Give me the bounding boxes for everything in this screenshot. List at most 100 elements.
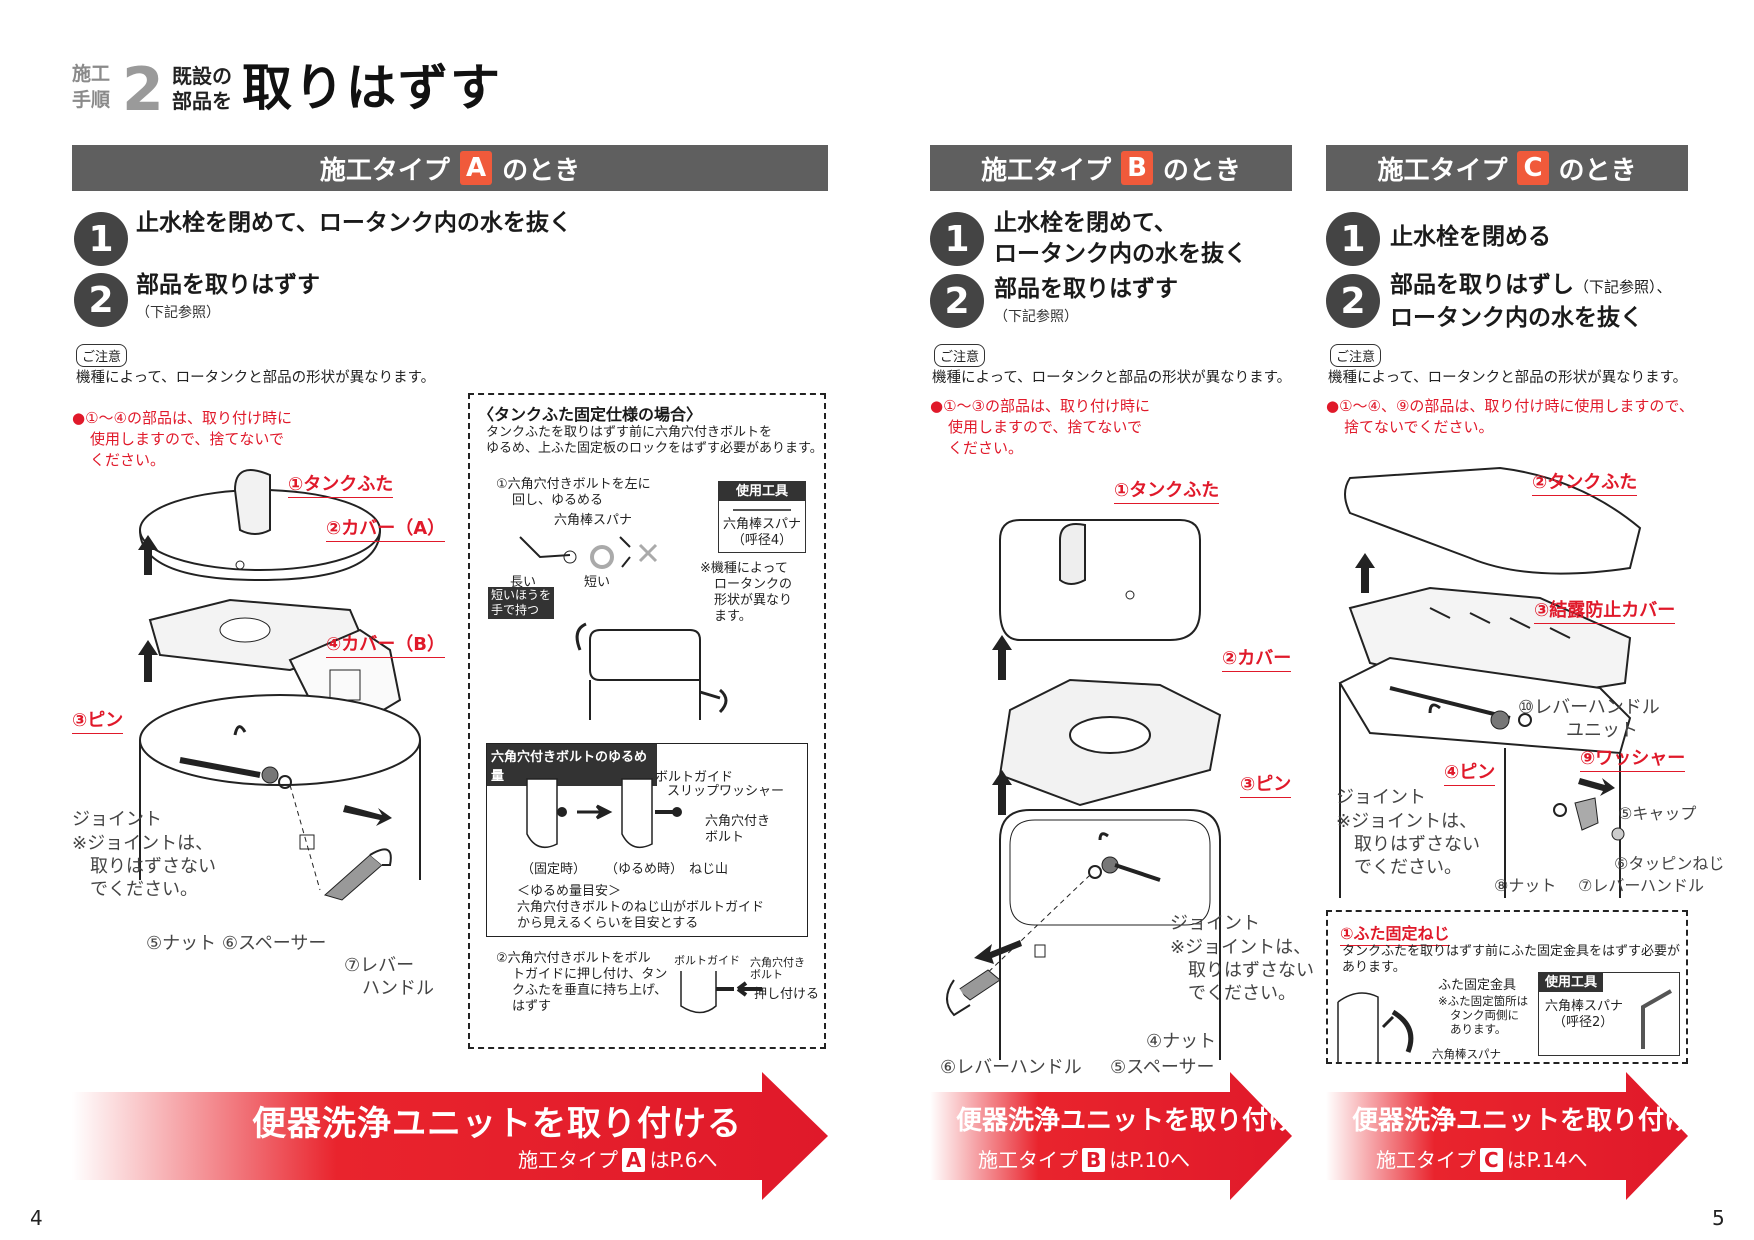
type-b-badge: B [1121,151,1153,185]
type-b-arrow-page: はP.10へ [1109,1148,1191,1172]
type-a-note-line: ください。 [90,451,166,469]
header-label-top: 施工 [72,63,111,85]
type-b-note-line: ください。 [948,439,1024,457]
type-a-badge: A [459,151,493,185]
box-fixed-label: （固定時） [521,862,587,877]
type-a-step1-text: 止水栓を閉めて、ロータンク内の水を抜く [136,210,572,236]
type-a-joint-note-line: ※ジョイントは、 [72,833,214,854]
type-b-arrow-sub-prefix: 施工タイプ [978,1148,1078,1172]
box-loosen-diagram [526,778,682,849]
type-c-cap: ⑤キャップ [1618,804,1697,823]
type-b-note: ●①〜③の部品は、取り付け時に 使用しますので、捨てないで ください。 [930,396,1150,459]
box-step1-line: 回し、ゆるめる [512,493,604,508]
type-b-step2-sub: （下記参照） [994,309,1078,325]
box-step2-line: トガイドに押し付け、タン [512,967,668,982]
box-hex-bolt2-line: ボルト [750,968,783,981]
type-a-part-tank-lid: ①タンクふた [288,470,394,498]
box-tool-head: 使用工具 [719,482,805,501]
type-a-step2-text: 部品を取りはずす [136,272,320,298]
box-hex-bolt-line: ボルト [705,830,745,845]
type-c-band-suffix: のとき [1558,155,1637,186]
header-mid-top: 既設の [172,64,232,88]
box-hold-line: 手で持つ [491,603,540,617]
type-c-step2-sub: （下記参照）、 [1574,278,1672,296]
box-short-label: 短い [584,575,611,590]
type-b-joint-note-line: ※ジョイントは、 [1170,937,1312,958]
box-hex-bolt: 六角穴付き ボルト [705,814,770,846]
type-b-nut: ④ナット [1146,1031,1217,1052]
type-b-exploded-diagram [946,519,1222,1060]
type-a-joint: ジョイント [72,809,162,830]
type-a-part-cover-a: ②カバー（A） [326,514,446,542]
box-tank-diagram [575,622,728,720]
page-title: 取りはずす [242,59,502,117]
type-c-bracket-label: ふた固定金具 [1438,978,1517,993]
type-a-band: 施工タイプ A のとき [72,145,828,191]
type-b-band: 施工タイプ B のとき [930,145,1292,191]
box-guide-line: から見えるくらいを目安とする [517,916,699,931]
type-c-arrow-badge: C [1480,1148,1503,1172]
box-step2-line: クふたを垂直に持ち上げ、 [512,983,668,998]
type-c-tool-head: 使用工具 [1539,973,1603,992]
box-long-label: 長い [510,575,537,590]
header-mid-bottom: 部品を [172,89,232,113]
type-a-caution-text: 機種によって、ロータンクと部品の形状が異なります。 [76,370,436,386]
box-tool-note-line: ※機種によって [700,561,788,576]
type-b-arrow-title: 便器洗浄ユニットを取り付ける [956,1106,1321,1136]
type-c-note: ●①〜④、⑨の部品は、取り付け時に使用しますので、 捨てないでください。 [1326,396,1694,438]
type-a-lever-line: ハンドル [362,978,434,999]
box-press-label: 押し付ける [754,987,820,1002]
type-b-step1-circle: 1 [930,212,984,266]
type-a-exploded-diagram [138,469,421,901]
type-b-step2-circle: 2 [930,274,984,328]
type-c-lid-screw-box: ①ふた固定ねじ タンクふたを取りはずす前にふた固定金具をはずす必要が あります。… [1326,910,1688,1064]
type-b-joint-note: ※ジョイントは、 取りはずさない でください。 [1170,936,1314,1005]
type-c-tapping-screw: ⑥タッピンねじ [1614,854,1725,873]
type-b-band-prefix: 施工タイプ [981,155,1112,186]
type-a-arrow-page: はP.6へ [649,1148,718,1172]
type-b-note-line: 使用しますので、捨てないで [948,418,1142,436]
type-b-spacer: ⑤スペーサー [1110,1057,1215,1078]
box-bolt-guide2: ボルトガイド [674,954,740,967]
type-c-lever-unit: ⑩レバーハンドル ユニット [1518,696,1660,742]
type-c-arrow-title: 便器洗浄ユニットを取り付ける [1352,1106,1717,1136]
type-b-lever-handle: ⑥レバーハンドル [940,1057,1082,1078]
box-step1: ①六角穴付きボルトを左に 回し、ゆるめる [496,477,651,509]
type-b-step1-line: ロータンク内の水を抜く [994,241,1247,267]
box-thread-label: ねじ山 [689,862,729,877]
type-a-arrow-sub-prefix: 施工タイプ [518,1148,618,1172]
box-loosen-section: 六角穴付きボルトのゆるめ量 ボルトガイド スリップワッシャー 六角穴付き ボルト… [486,743,808,937]
type-b-step2-text: 部品を取りはずす [994,276,1178,302]
type-c-wrench-label: 六角棒スパナ [1432,1047,1501,1061]
type-a-arrow-title: 便器洗浄ユニットを取り付ける [252,1104,742,1144]
box-tool: 使用工具 六角棒スパナ （呼径4） [718,481,806,553]
type-c-caution-text: 機種によって、ロータンクと部品の形状が異なります。 [1328,370,1688,386]
type-b-band-suffix: のとき [1162,155,1241,186]
box-tool-name: （呼径4） [731,533,793,548]
type-a-band-suffix: のとき [502,155,581,186]
type-c-note-line: 捨てないでください。 [1344,418,1494,436]
box-hold-line: 短いほうを [491,588,552,602]
box-hex-bolt2-line: 六角穴付き [750,956,805,969]
type-c-part-pin: ④ピン [1444,758,1496,786]
box-step2: ②六角穴付きボルトをボル トガイドに押し付け、タン クふたを垂直に持ち上げ、 は… [496,951,667,1015]
box-slip-washer: スリップワッシャー [667,784,785,799]
type-a-step2-sub: （下記参照） [136,305,220,321]
type-c-lever-handle: ⑦レバーハンドル [1578,876,1705,895]
type-c-bracket-diagram [1337,992,1414,1062]
page-number-right: 5 [1712,1206,1725,1230]
type-c-step2-line: ロータンク内の水を抜く [1390,305,1643,331]
type-b-joint: ジョイント [1170,913,1260,934]
box-step2-line: ②六角穴付きボルトをボル [496,951,651,966]
type-c-part-tank-lid: ②タンクふた [1532,468,1638,496]
type-a-step2-circle: 2 [74,273,128,327]
type-a-arrow-badge: A [622,1148,646,1172]
type-c-box-desc-line: タンクふたを取りはずす前にふた固定金具をはずす必要が [1342,944,1681,959]
type-c-lever-unit-line: ユニット [1566,720,1638,741]
type-b-part-cover: ②カバー [1222,644,1292,672]
type-c-bracket-note-line: あります。 [1450,1022,1507,1036]
